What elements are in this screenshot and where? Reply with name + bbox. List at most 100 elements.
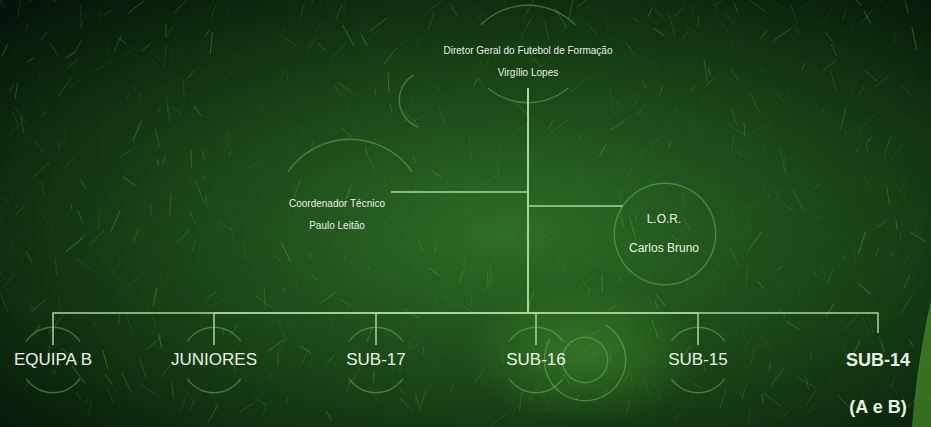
grass-blade xyxy=(875,109,894,123)
grass-blade xyxy=(48,337,53,351)
grass-blade xyxy=(448,151,461,170)
grass-blade xyxy=(817,269,822,280)
grass-blade xyxy=(611,100,613,113)
grass-blade xyxy=(732,41,735,57)
grass-blade xyxy=(868,206,878,227)
grass-blade xyxy=(747,0,765,11)
grass-blade xyxy=(383,217,390,224)
grass-blade xyxy=(48,316,63,334)
grass-blade xyxy=(492,102,494,108)
grass-blade xyxy=(861,10,873,24)
grass-blade xyxy=(704,186,720,202)
grass-blade xyxy=(99,244,104,262)
grass-blade xyxy=(675,51,677,58)
grass-blade xyxy=(806,390,816,405)
grass-blade xyxy=(793,190,804,210)
grass-blade xyxy=(58,299,60,310)
grass-blade xyxy=(856,147,859,153)
grass-blade xyxy=(156,184,170,193)
grass-blade xyxy=(567,72,579,83)
grass-blade xyxy=(295,281,298,293)
grass-blade xyxy=(171,47,173,65)
grass-blade xyxy=(66,215,75,222)
grass-blade xyxy=(452,261,464,272)
grass-blade xyxy=(93,321,103,341)
grass-blade xyxy=(683,149,691,171)
grass-blade xyxy=(260,141,276,157)
grass-blade xyxy=(627,88,640,97)
grass-blade xyxy=(331,43,346,59)
team-box: SUB-15 xyxy=(662,345,734,375)
grass-blade xyxy=(714,0,732,5)
grass-blade xyxy=(361,285,362,291)
grass-blade xyxy=(459,269,465,283)
grass-blade xyxy=(563,212,568,221)
grass-blade xyxy=(775,60,776,69)
grass-blade xyxy=(785,240,802,251)
grass-blade xyxy=(826,303,835,316)
grass-blade xyxy=(517,231,518,243)
grass-blade xyxy=(598,90,600,99)
decorative-arc xyxy=(480,5,575,26)
grass-blade xyxy=(469,137,471,158)
grass-blade xyxy=(268,370,277,382)
grass-blade xyxy=(738,391,744,401)
grass-blade xyxy=(335,3,343,20)
grass-blade xyxy=(875,248,878,257)
grass-blade xyxy=(674,107,681,118)
grass-blade xyxy=(628,49,639,57)
grass-blade xyxy=(773,203,777,216)
grass-blade xyxy=(830,377,832,384)
grass-blade xyxy=(118,37,126,43)
grass-blade xyxy=(432,276,437,286)
grass-blade xyxy=(69,401,78,415)
grass-blade xyxy=(807,403,816,416)
grass-blade xyxy=(483,280,491,293)
grass-blade xyxy=(930,53,931,72)
grass-blade xyxy=(901,117,912,132)
grass-blade xyxy=(654,28,664,35)
grass-blade xyxy=(186,169,194,189)
node-heading: SUB-16 xyxy=(506,349,566,371)
grass-blade xyxy=(689,85,697,91)
grass-blade xyxy=(108,118,115,133)
grass-blade xyxy=(77,210,85,223)
decorative-arcs xyxy=(26,5,726,402)
grass-blade xyxy=(413,155,416,164)
grass-blade xyxy=(188,46,196,53)
grass-blade xyxy=(319,177,323,191)
grass-blade xyxy=(830,69,836,92)
grass-blade xyxy=(28,90,41,103)
grass-blade xyxy=(30,283,37,305)
grass-blade xyxy=(164,45,167,68)
grass-blade xyxy=(168,106,170,123)
grass-blade xyxy=(760,66,763,74)
grass-blade xyxy=(387,250,397,259)
grass-blade xyxy=(298,127,304,132)
grass-blade xyxy=(866,85,872,105)
grass-blade xyxy=(263,403,266,416)
decorative-arc xyxy=(287,139,412,172)
grass-blade xyxy=(723,281,725,294)
grass-blade xyxy=(290,87,304,103)
grass-blade xyxy=(705,79,713,86)
grass-blade xyxy=(107,350,112,356)
grass-blade xyxy=(900,83,911,96)
grass-blade xyxy=(0,268,3,277)
grass-blade xyxy=(464,255,467,266)
grass-blade xyxy=(368,386,378,403)
grass-blade xyxy=(558,0,564,2)
grass-blade xyxy=(324,165,329,187)
grass-blade xyxy=(820,141,830,151)
grass-blade xyxy=(790,4,797,23)
grass-blade xyxy=(762,394,764,403)
grass-blade xyxy=(655,69,660,74)
grass-blade xyxy=(716,6,727,19)
grass-blade xyxy=(912,27,917,49)
grass-blade xyxy=(191,402,194,410)
grass-blade xyxy=(229,151,231,157)
node-heading: SUB-15 xyxy=(668,349,728,371)
grass-blade xyxy=(122,373,132,392)
grass-blade xyxy=(681,189,684,204)
